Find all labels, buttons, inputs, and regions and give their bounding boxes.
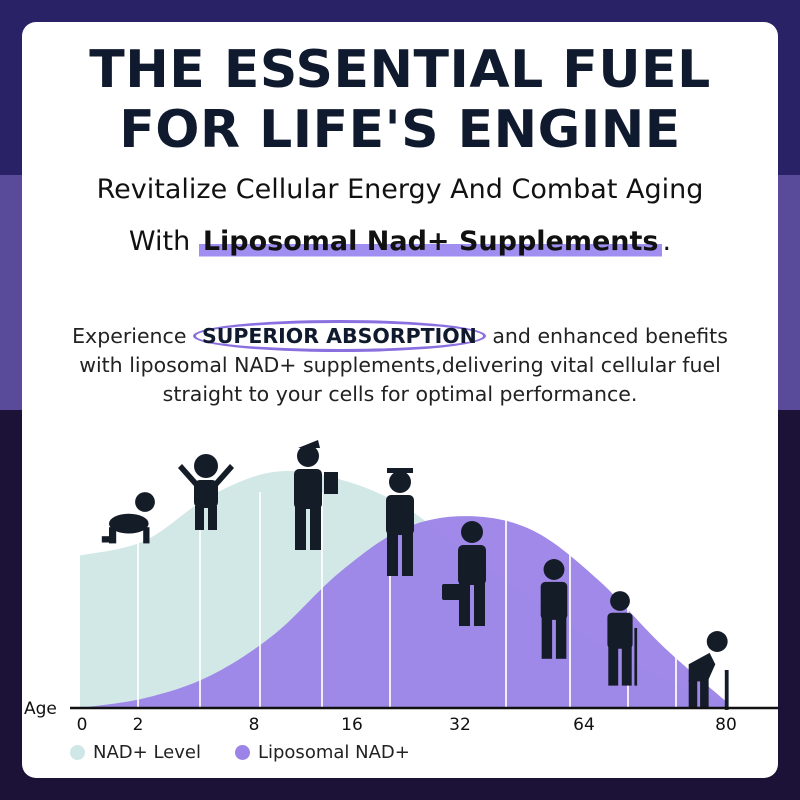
- body-line-3: straight to your cells for optimal perfo…: [162, 382, 638, 406]
- legend-swatch-nad-level: [70, 745, 85, 760]
- body-suffix: and enhanced benefits: [485, 324, 728, 348]
- infographic-card: THE ESSENTIAL FUEL FOR LIFE'S ENGINE Rev…: [22, 22, 778, 778]
- headline-line-2: FOR LIFE'S ENGINE: [119, 100, 681, 160]
- nad-age-chart: Age 0 2 8 16 32 64 80: [24, 440, 778, 735]
- chart-legend: NAD+ Level Liposomal NAD+: [70, 742, 410, 763]
- senior-icon: [607, 591, 638, 686]
- superior-absorption-callout: SUPERIOR ABSORPTION: [192, 320, 486, 352]
- legend-swatch-liposomal: [234, 745, 250, 760]
- subheadline-prefix: With: [128, 226, 199, 257]
- subheadline-line-1: Revitalize Cellular Energy And Combat Ag…: [96, 174, 704, 205]
- graduate-icon: [386, 468, 414, 576]
- x-axis-label: Age: [24, 699, 57, 719]
- body-text: Experience SUPERIOR ABSORPTION and enhan…: [22, 320, 778, 409]
- body-line-2: with liposomal NAD+ supplements,deliveri…: [79, 353, 721, 377]
- liposomal-nad-area: [80, 516, 728, 708]
- body-line-1: Experience SUPERIOR ABSORPTION and enhan…: [22, 320, 778, 352]
- x-tick-label: 2: [133, 715, 144, 735]
- legend-label-liposomal: Liposomal NAD+: [257, 742, 410, 763]
- body-prefix: Experience: [72, 324, 193, 348]
- x-tick-label: 0: [77, 715, 88, 735]
- x-tick-label: 16: [341, 715, 363, 735]
- subheadline-highlight: Liposomal Nad+ Supplements: [198, 226, 663, 259]
- legend-label-nad-level: NAD+ Level: [93, 742, 201, 763]
- headline: THE ESSENTIAL FUEL FOR LIFE'S ENGINE: [22, 40, 778, 160]
- adult-icon: [540, 559, 568, 659]
- legend-item-liposomal: Liposomal NAD+: [234, 742, 410, 763]
- businessman-icon: [442, 521, 486, 626]
- headline-line-1: THE ESSENTIAL FUEL: [89, 40, 711, 100]
- x-tick-label: 80: [715, 715, 737, 735]
- elderly-cane-icon: [688, 631, 729, 710]
- x-tick-label: 32: [449, 715, 471, 735]
- legend-item-nad-level: NAD+ Level: [70, 742, 201, 763]
- x-tick-label: 64: [573, 715, 595, 735]
- crawling-baby-icon: [101, 492, 155, 544]
- x-tick-label: 8: [249, 715, 260, 735]
- subheadline-suffix: .: [662, 226, 672, 257]
- subheadline-line-2: With Liposomal Nad+ Supplements.: [22, 226, 778, 259]
- toddler-icon: [178, 454, 234, 530]
- student-icon: [294, 440, 338, 550]
